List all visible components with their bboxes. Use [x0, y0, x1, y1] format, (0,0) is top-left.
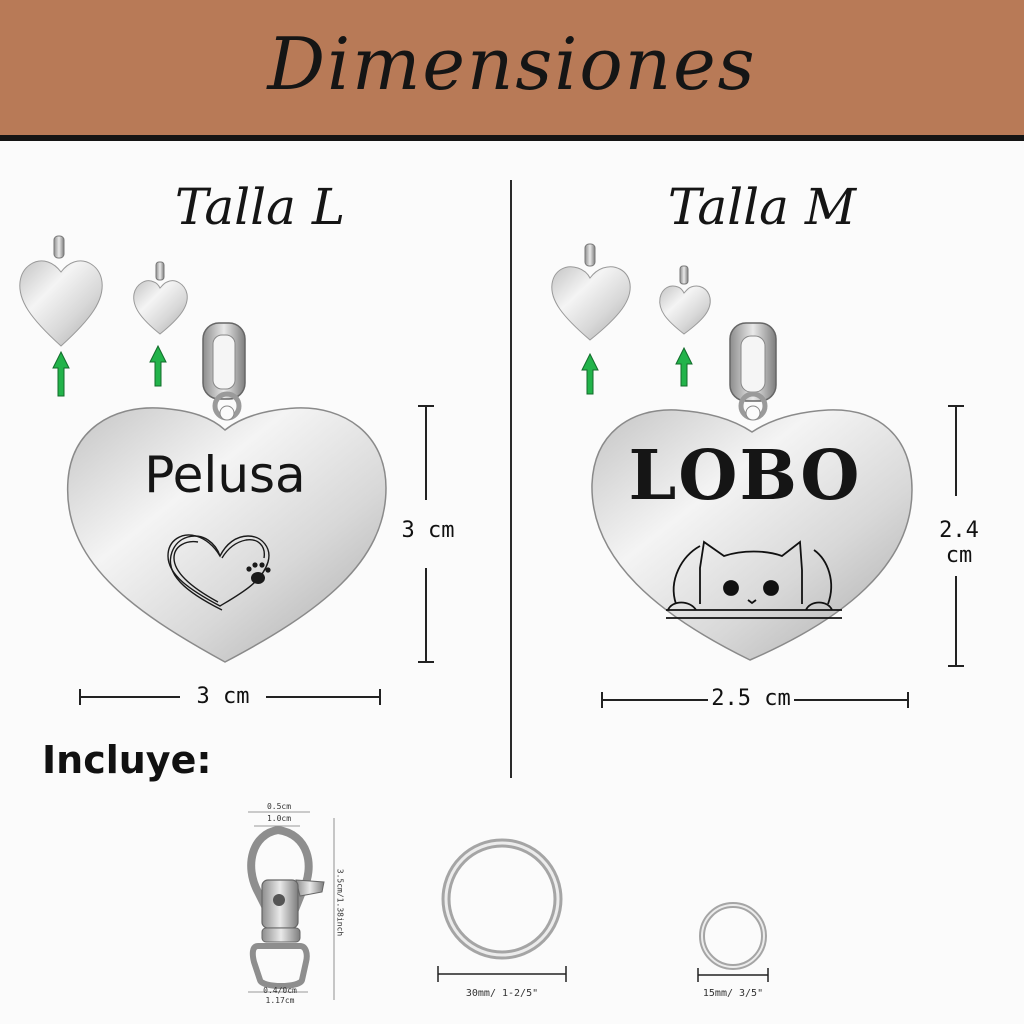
includes-label: Incluye: — [42, 738, 212, 782]
clasp-bottom-inner-label: 1.17cm — [265, 996, 295, 1005]
small-heart-large-l — [19, 235, 103, 347]
engraving-lobo: LOBO — [628, 436, 862, 516]
width-label-l: 3 cm — [196, 684, 250, 709]
small-heart-medium-l — [133, 261, 188, 335]
section-divider — [510, 180, 512, 778]
ring-small-label: 15mm/ 3/5" — [702, 988, 764, 999]
clasp-top-outer-label: 0.5cm — [266, 802, 292, 811]
tag-m — [591, 322, 913, 661]
split-ring-small — [697, 902, 769, 982]
dimension-height-m — [948, 405, 964, 667]
size-m-title: Talla M — [667, 178, 857, 236]
dimension-width-l — [79, 689, 381, 705]
arrow-up-icon — [149, 344, 167, 387]
dimension-width-m — [601, 692, 909, 708]
engraving-pelusa: Pelusa — [144, 446, 306, 504]
cat-illustration — [666, 540, 842, 619]
arrow-up-icon — [675, 346, 693, 387]
clasp-top-inner-label: 1.0cm — [266, 814, 292, 823]
heart-doodle — [167, 534, 270, 611]
arrow-up-icon — [52, 350, 70, 397]
height-label-l: 3 cm — [401, 518, 455, 543]
height-label-m: 2.4 cm — [939, 518, 979, 568]
size-l-title: Talla L — [174, 178, 346, 236]
small-heart-medium-m — [659, 265, 711, 335]
width-label-m: 2.5 cm — [711, 686, 791, 711]
clasp-bottom-outer-label: 0.4/0cm — [263, 986, 297, 995]
header-banner: Dimensiones — [0, 0, 1024, 141]
split-ring-large — [437, 838, 567, 982]
tag-l — [66, 322, 387, 663]
small-heart-large-m — [551, 243, 631, 341]
ring-large-label: 30mm/ 1-2/5" — [465, 988, 539, 999]
lobster-clasp — [247, 811, 335, 1000]
arrow-up-icon — [581, 352, 599, 395]
dimension-height-l — [418, 405, 434, 663]
clasp-height-label: 3.5cm/1.38inch — [335, 868, 345, 937]
page-title: Dimensiones — [267, 22, 757, 106]
paw-icon — [246, 562, 271, 584]
